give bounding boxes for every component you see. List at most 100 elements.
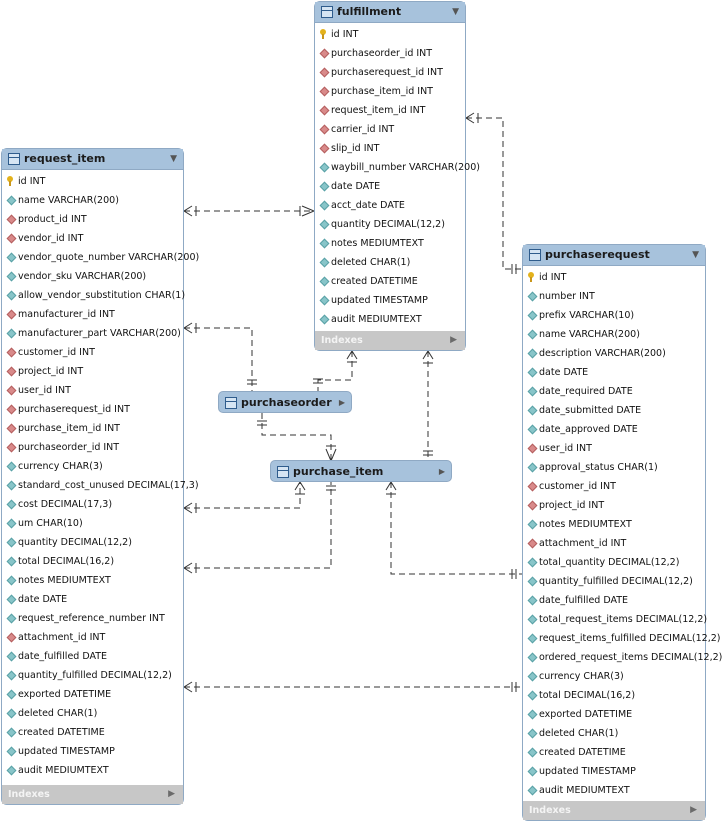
table-purchaseorder[interactable]: purchaseorder ▶	[218, 391, 352, 413]
column-row[interactable]: total_quantity DECIMAL(12,2)	[523, 553, 705, 572]
column-row[interactable]: deleted CHAR(1)	[523, 724, 705, 743]
column-row[interactable]: name VARCHAR(200)	[523, 325, 705, 344]
expand-triangle-icon[interactable]: ▶	[338, 398, 345, 407]
column-row[interactable]: date_fulfilled DATE	[2, 647, 183, 666]
column-row[interactable]: approval_status CHAR(1)	[523, 458, 705, 477]
column-row[interactable]: created DATETIME	[2, 723, 183, 742]
column-row[interactable]: attachment_id INT	[523, 534, 705, 553]
indexes-section[interactable]: Indexes ▶	[2, 785, 183, 804]
column-row[interactable]: total_request_items DECIMAL(12,2)	[523, 610, 708, 629]
column-row[interactable]: date DATE	[2, 590, 183, 609]
table-header[interactable]: purchaserequest ▼	[523, 245, 705, 266]
foreign-key-diamond-icon	[319, 105, 330, 116]
column-row[interactable]: notes MEDIUMTEXT	[2, 571, 183, 590]
expand-triangle-icon[interactable]: ▶	[690, 805, 697, 815]
column-row[interactable]: date_required DATE	[523, 382, 705, 401]
column-row[interactable]: updated TIMESTAMP	[2, 742, 183, 761]
column-row[interactable]: project_id INT	[2, 362, 183, 381]
column-row[interactable]: created DATETIME	[523, 743, 705, 762]
column-row[interactable]: id INT	[2, 172, 183, 191]
column-row[interactable]: notes MEDIUMTEXT	[315, 234, 465, 253]
column-row[interactable]: deleted CHAR(1)	[315, 253, 465, 272]
column-row[interactable]: quantity DECIMAL(12,2)	[315, 215, 465, 234]
column-row[interactable]: manufacturer_id INT	[2, 305, 183, 324]
column-row[interactable]: slip_id INT	[315, 139, 465, 158]
column-row[interactable]: name VARCHAR(200)	[2, 191, 183, 210]
column-row[interactable]: created DATETIME	[315, 272, 465, 291]
column-row[interactable]: vendor_sku VARCHAR(200)	[2, 267, 183, 286]
column-row[interactable]: date_submitted DATE	[523, 401, 705, 420]
column-row[interactable]: waybill_number VARCHAR(200)	[315, 158, 480, 177]
column-row[interactable]: allow_vendor_substitution CHAR(1)	[2, 286, 185, 305]
column-row[interactable]: updated TIMESTAMP	[523, 762, 705, 781]
column-row[interactable]: purchaserequest_id INT	[2, 400, 183, 419]
collapse-triangle-icon[interactable]: ▼	[170, 154, 177, 164]
column-row[interactable]: user_id INT	[2, 381, 183, 400]
column-row[interactable]: customer_id INT	[523, 477, 705, 496]
column-row[interactable]: ordered_request_items DECIMAL(12,2)	[523, 648, 722, 667]
table-header[interactable]: request_item ▼	[2, 149, 183, 170]
collapse-triangle-icon[interactable]: ▼	[452, 7, 459, 17]
column-row[interactable]: purchaserequest_id INT	[315, 63, 465, 82]
column-row[interactable]: prefix VARCHAR(10)	[523, 306, 705, 325]
column-row[interactable]: total DECIMAL(16,2)	[2, 552, 183, 571]
column-row[interactable]: audit MEDIUMTEXT	[523, 781, 705, 800]
column-row[interactable]: updated TIMESTAMP	[315, 291, 465, 310]
column-row[interactable]: deleted CHAR(1)	[2, 704, 183, 723]
column-row[interactable]: audit MEDIUMTEXT	[315, 310, 465, 329]
table-header[interactable]: fulfillment ▼	[315, 2, 465, 23]
column-row[interactable]: id INT	[315, 25, 465, 44]
column-row[interactable]: user_id INT	[523, 439, 705, 458]
column-row[interactable]: audit MEDIUMTEXT	[2, 761, 183, 780]
column-row[interactable]: purchase_item_id INT	[315, 82, 465, 101]
column-row[interactable]: acct_date DATE	[315, 196, 465, 215]
column-row[interactable]: date_approved DATE	[523, 420, 705, 439]
indexes-section[interactable]: Indexes ▶	[315, 331, 465, 350]
column-row[interactable]: date DATE	[315, 177, 465, 196]
column-row[interactable]: total DECIMAL(16,2)	[523, 686, 705, 705]
column-row[interactable]: vendor_id INT	[2, 229, 183, 248]
expand-triangle-icon[interactable]: ▶	[438, 467, 445, 476]
column-row[interactable]: product_id INT	[2, 210, 183, 229]
column-row[interactable]: purchaseorder_id INT	[315, 44, 465, 63]
column-label: customer_id INT	[18, 347, 95, 358]
column-row[interactable]: date_fulfilled DATE	[523, 591, 705, 610]
column-row[interactable]: exported DATETIME	[523, 705, 705, 724]
expand-triangle-icon[interactable]: ▶	[168, 789, 175, 799]
column-label: approval_status CHAR(1)	[539, 462, 658, 473]
column-row[interactable]: cost DECIMAL(17,3)	[2, 495, 183, 514]
column-row[interactable]: manufacturer_part VARCHAR(200)	[2, 324, 183, 343]
column-row[interactable]: purchaseorder_id INT	[2, 438, 183, 457]
column-row[interactable]: vendor_quote_number VARCHAR(200)	[2, 248, 199, 267]
column-label: total_request_items DECIMAL(12,2)	[539, 614, 708, 625]
column-row[interactable]: currency CHAR(3)	[523, 667, 705, 686]
column-row[interactable]: purchase_item_id INT	[2, 419, 183, 438]
column-row[interactable]: request_reference_number INT	[2, 609, 183, 628]
column-row[interactable]: attachment_id INT	[2, 628, 183, 647]
column-row[interactable]: customer_id INT	[2, 343, 183, 362]
column-row[interactable]: notes MEDIUMTEXT	[523, 515, 705, 534]
column-row[interactable]: description VARCHAR(200)	[523, 344, 705, 363]
column-row[interactable]: date DATE	[523, 363, 705, 382]
column-row[interactable]: project_id INT	[523, 496, 705, 515]
column-row[interactable]: quantity DECIMAL(12,2)	[2, 533, 183, 552]
column-label: waybill_number VARCHAR(200)	[331, 162, 480, 173]
column-row[interactable]: currency CHAR(3)	[2, 457, 183, 476]
column-row[interactable]: request_item_id INT	[315, 101, 465, 120]
collapse-triangle-icon[interactable]: ▼	[692, 250, 699, 260]
column-row[interactable]: standard_cost_unused DECIMAL(17,3)	[2, 476, 199, 495]
column-row[interactable]: number INT	[523, 287, 705, 306]
column-row[interactable]: um CHAR(10)	[2, 514, 183, 533]
expand-triangle-icon[interactable]: ▶	[450, 335, 457, 345]
indexes-section[interactable]: Indexes ▶	[523, 801, 705, 820]
table-purchase-item[interactable]: purchase_item ▶	[270, 460, 452, 482]
column-row[interactable]: quantity_fulfilled DECIMAL(12,2)	[2, 666, 183, 685]
column-row[interactable]: carrier_id INT	[315, 120, 465, 139]
column-row[interactable]: quantity_fulfilled DECIMAL(12,2)	[523, 572, 705, 591]
column-row[interactable]: exported DATETIME	[2, 685, 183, 704]
column-row[interactable]: request_items_fulfilled DECIMAL(12,2)	[523, 629, 721, 648]
column-row[interactable]: id INT	[523, 268, 705, 287]
